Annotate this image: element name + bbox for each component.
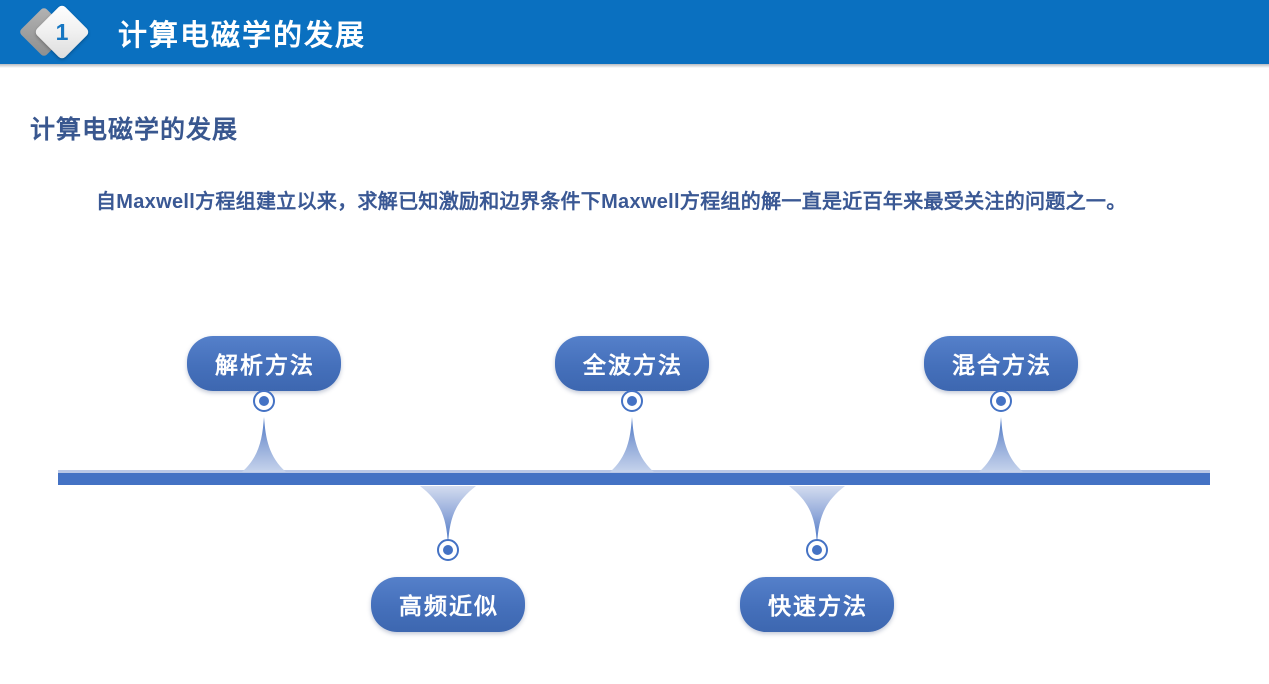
timeline-connector-down-icon <box>420 486 476 544</box>
timeline-pill-label[interactable]: 混合方法 <box>924 336 1078 391</box>
timeline-pill-label[interactable]: 快速方法 <box>740 577 894 632</box>
badge-number-label: 1 <box>55 18 69 45</box>
page-title: 计算电磁学的发展 <box>30 116 239 144</box>
timeline-connector-up-icon <box>242 417 286 472</box>
timeline-pill-label[interactable]: 全波方法 <box>555 336 709 391</box>
body-paragraph: 自Maxwell方程组建立以来，求解已知激励和边界条件下Maxwell方程组的解… <box>96 191 1127 213</box>
timeline-connector-up-icon <box>610 417 654 472</box>
timeline-pill-label[interactable]: 高频近似 <box>371 577 525 632</box>
section-number-badge: 1 <box>18 3 118 61</box>
timeline-connector-up-icon <box>979 417 1023 472</box>
header-underline-divider <box>0 64 1269 68</box>
timeline-pill-label[interactable]: 解析方法 <box>187 336 341 391</box>
timeline-diagram: 解析方法 全波方法 <box>0 300 1269 660</box>
header-title: 计算电磁学的发展 <box>118 20 367 52</box>
timeline-connector-down-icon <box>789 486 845 544</box>
timeline-node-marker-icon <box>806 539 828 561</box>
timeline-node-marker-icon <box>990 390 1012 412</box>
slide-header-bar <box>0 0 1269 64</box>
timeline-node-marker-icon <box>437 539 459 561</box>
timeline-node-marker-icon <box>253 390 275 412</box>
timeline-node-marker-icon <box>621 390 643 412</box>
